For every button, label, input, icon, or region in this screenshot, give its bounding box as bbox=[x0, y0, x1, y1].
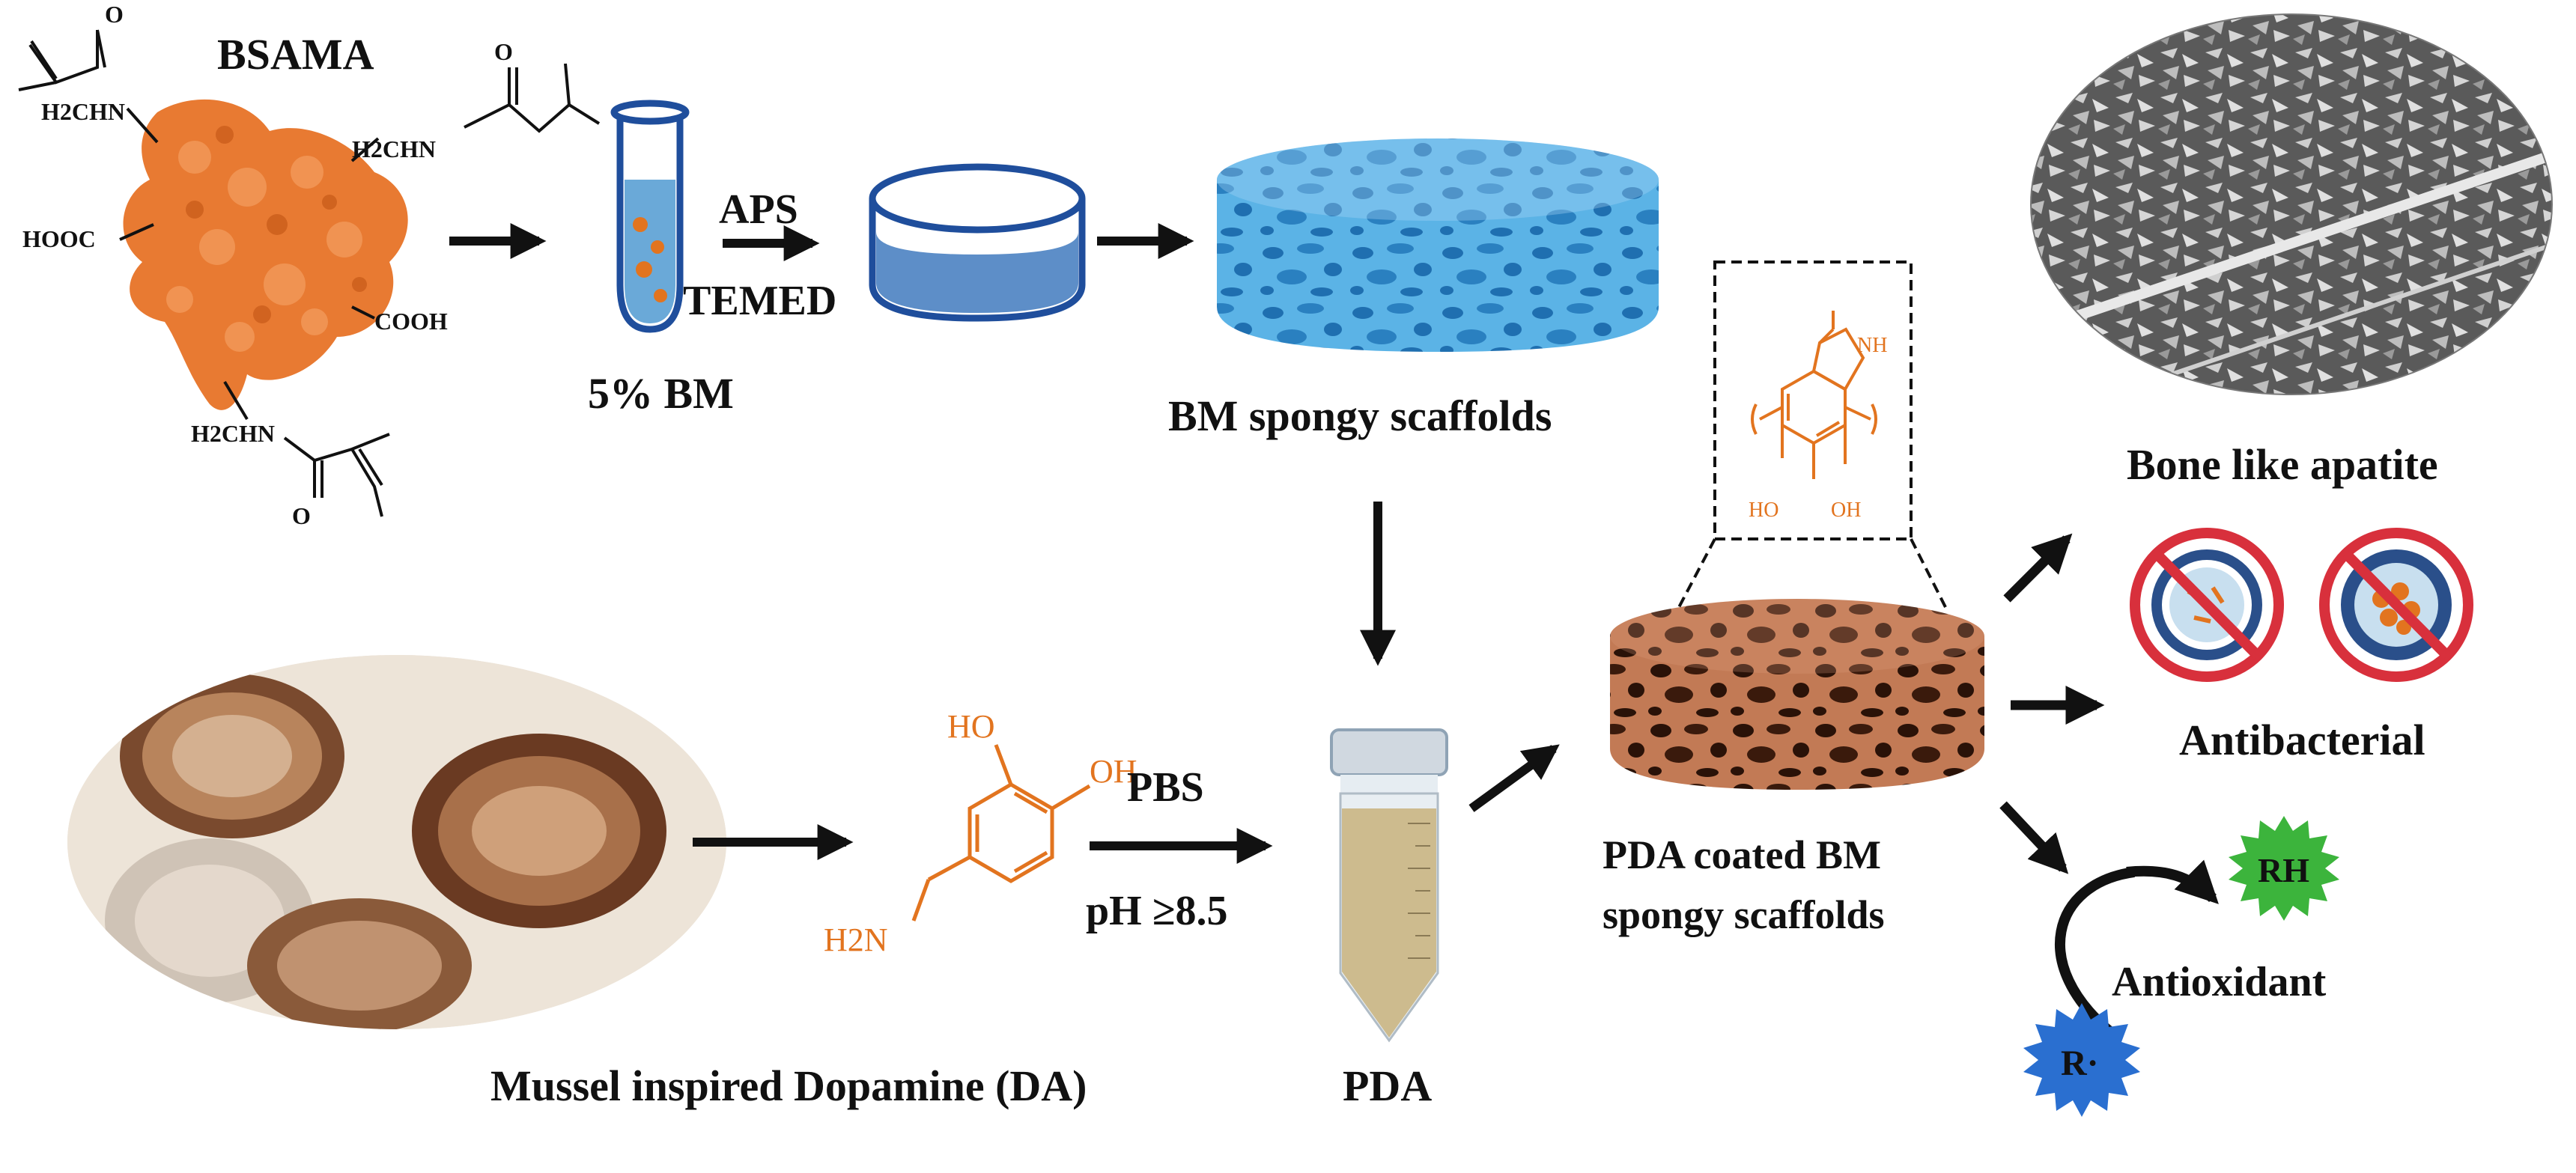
antibacterial-icon-1 bbox=[2130, 528, 2284, 682]
antibacterial-icon-2 bbox=[2319, 528, 2473, 682]
buffer-pbs: PBS bbox=[1127, 764, 1204, 811]
petri-dish bbox=[869, 163, 1086, 322]
pda-oh: OH bbox=[1831, 499, 1861, 522]
coated-label-line2: spongy scaffolds bbox=[1603, 892, 1885, 937]
antibacterial-label: Antibacterial bbox=[2179, 716, 2425, 764]
acid-right: COOH bbox=[374, 308, 448, 335]
arrow-to-apatite bbox=[2003, 533, 2073, 603]
pda-falcon-tube bbox=[1330, 728, 1448, 1043]
scaffold-label: BM spongy scaffolds bbox=[1168, 391, 1552, 440]
coated-label-line1: PDA coated BM bbox=[1603, 832, 1881, 877]
reagent-aps: APS bbox=[719, 186, 798, 233]
rh-burst bbox=[2229, 816, 2339, 921]
antioxidant-cycle bbox=[2055, 859, 2219, 1038]
amide-label-b: H2CHN bbox=[191, 420, 275, 447]
pda-coated-sponge bbox=[1610, 599, 1984, 790]
antioxidant-label: Antioxidant bbox=[2112, 959, 2327, 1005]
radical-label: R· bbox=[2061, 1043, 2099, 1083]
apatite-label: Bone like apatite bbox=[2127, 440, 2438, 489]
methacrylamide-bottom bbox=[223, 380, 390, 517]
sem-apatite-image bbox=[2030, 13, 2553, 395]
rh-label: RH bbox=[2258, 851, 2309, 889]
pda-structure-inset: NH HO OH bbox=[1676, 261, 1948, 611]
mussel-label: Mussel inspired Dopamine (DA) bbox=[490, 1061, 1087, 1110]
test-tube bbox=[610, 100, 690, 333]
amide-label-tr: H2CHN bbox=[352, 135, 436, 162]
bsama-protein bbox=[123, 99, 408, 410]
mussel-photo bbox=[67, 655, 726, 1029]
carbonyl-o-tl: O bbox=[105, 1, 124, 28]
protein-blob bbox=[123, 99, 408, 410]
reagent-temed: TEMED bbox=[683, 278, 836, 324]
dopamine-structure bbox=[911, 744, 1091, 921]
dopamine-amine: H2N bbox=[824, 921, 888, 958]
carbonyl-o-b: O bbox=[292, 502, 311, 529]
dopamine-ho: HO bbox=[947, 708, 995, 745]
methacrylamide-top-right bbox=[350, 63, 601, 162]
pda-nh: NH bbox=[1857, 334, 1887, 357]
radical-burst bbox=[2023, 1003, 2140, 1117]
pda-label: PDA bbox=[1343, 1061, 1432, 1110]
arrow-to-antioxidant bbox=[1999, 801, 2069, 874]
buffer-ph: pH ≥8.5 bbox=[1086, 888, 1227, 934]
acid-left: HOOC bbox=[22, 225, 96, 252]
blue-sponge-scaffold bbox=[1217, 138, 1659, 352]
carbonyl-o-tr: O bbox=[494, 38, 513, 65]
amide-label-tl: H2CHN bbox=[41, 98, 125, 125]
arrow-pda-to-coated bbox=[1468, 744, 1560, 812]
dopamine-oh: OH bbox=[1090, 753, 1137, 790]
bsama-title: BSAMA bbox=[217, 30, 374, 79]
pda-ho: HO bbox=[1749, 499, 1778, 522]
tube-label: 5% BM bbox=[588, 369, 734, 418]
methacrylamide-top-left bbox=[18, 29, 159, 144]
